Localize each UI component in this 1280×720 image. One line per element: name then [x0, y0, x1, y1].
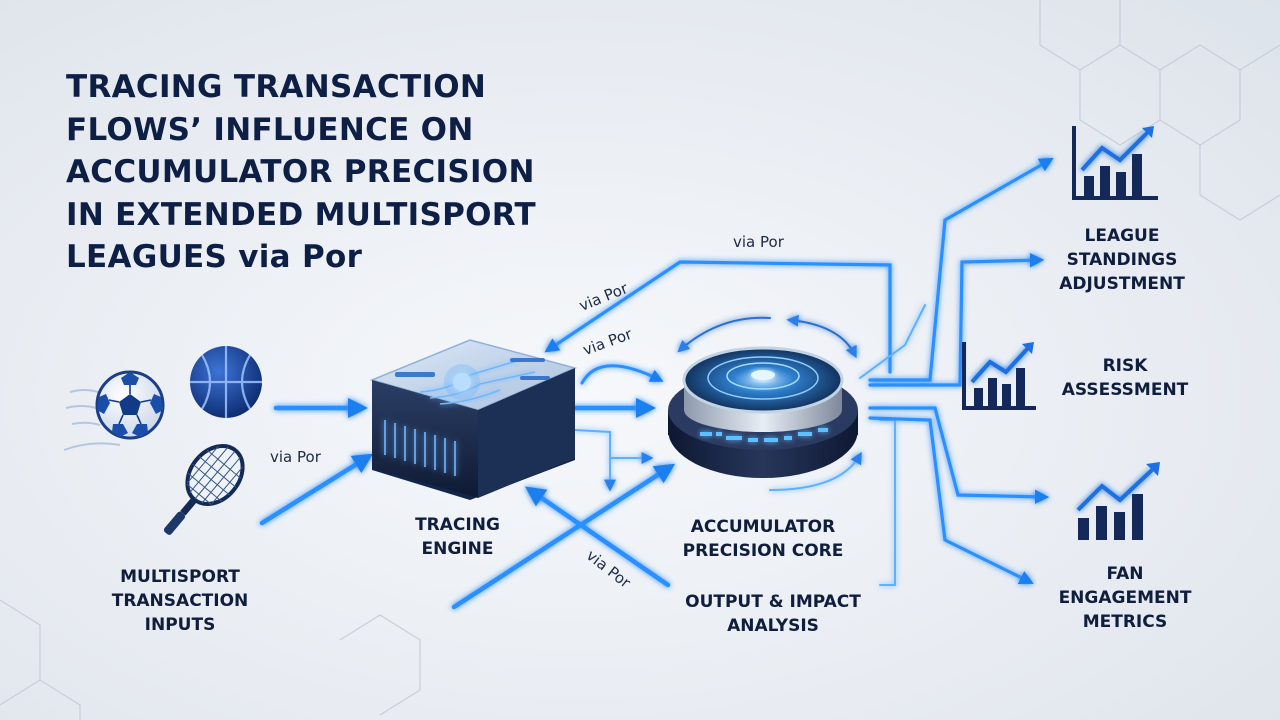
fan-engagement-label-line: ENGAGEMENT — [1058, 588, 1192, 608]
via-label-top: via Por — [733, 233, 784, 251]
basketball-icon — [190, 346, 262, 418]
soccer-ball-icon — [95, 370, 165, 440]
inputs-label-line: INPUTS — [144, 615, 216, 635]
flow-arrows — [259, 157, 1054, 610]
inputs-label-line: TRANSACTION — [111, 591, 249, 611]
league-standings-label-line: LEAGUE — [1084, 226, 1160, 246]
core-label-line: PRECISION CORE — [682, 541, 844, 561]
tennis-racket-icon — [163, 444, 245, 535]
output-analysis-label-line: ANALYSIS — [727, 616, 819, 636]
engine-label: TRACING ENGINE — [395, 513, 520, 561]
bar-chart-trend-icon — [962, 342, 1036, 410]
league-standings-label-line: STANDINGS — [1066, 250, 1178, 270]
tracing-engine-chip — [369, 332, 578, 500]
title-line: TRACING TRANSACTION — [66, 69, 487, 105]
engine-label-line: TRACING — [415, 515, 500, 535]
via-label-left: via Por — [270, 448, 321, 466]
title-line: LEAGUES via Por — [66, 239, 363, 275]
fan-engagement-label-line: FAN — [1106, 564, 1144, 584]
output-analysis-label-line: OUTPUT & IMPACT — [685, 592, 861, 612]
league-standings-label-line: ADJUSTMENT — [1059, 274, 1185, 294]
risk-assessment-label: RISK ASSESSMENT — [1050, 354, 1200, 402]
engine-label-line: ENGINE — [421, 539, 494, 559]
fan-engagement-label-line: METRICS — [1082, 612, 1168, 632]
core-label-line: ACCUMULATOR — [690, 517, 836, 537]
bar-chart-trend-icon — [1076, 462, 1160, 540]
title-line: FLOWS’ INFLUENCE ON — [66, 111, 474, 148]
risk-assessment-label-line: ASSESSMENT — [1061, 380, 1189, 400]
accumulator-core-device — [668, 290, 858, 478]
core-label: ACCUMULATOR PRECISION CORE — [668, 515, 858, 563]
title-line: ACCUMULATOR PRECISION — [66, 154, 535, 190]
inputs-label: MULTISPORT TRANSACTION INPUTS — [100, 565, 260, 637]
diagram-title: TRACING TRANSACTION FLOWS’ INFLUENCE ON … — [66, 66, 626, 279]
output-analysis-label: OUTPUT & IMPACT ANALYSIS — [668, 590, 878, 638]
title-line: IN EXTENDED MULTISPORT — [66, 196, 536, 233]
motion-streaks-decoration — [63, 389, 121, 451]
bar-chart-trend-icon — [1072, 126, 1158, 200]
inputs-label-line: MULTISPORT — [120, 567, 240, 587]
risk-assessment-label-line: RISK — [1102, 356, 1148, 376]
league-standings-label: LEAGUE STANDINGS ADJUSTMENT — [1042, 224, 1202, 296]
fan-engagement-label: FAN ENGAGEMENT METRICS — [1040, 562, 1210, 634]
